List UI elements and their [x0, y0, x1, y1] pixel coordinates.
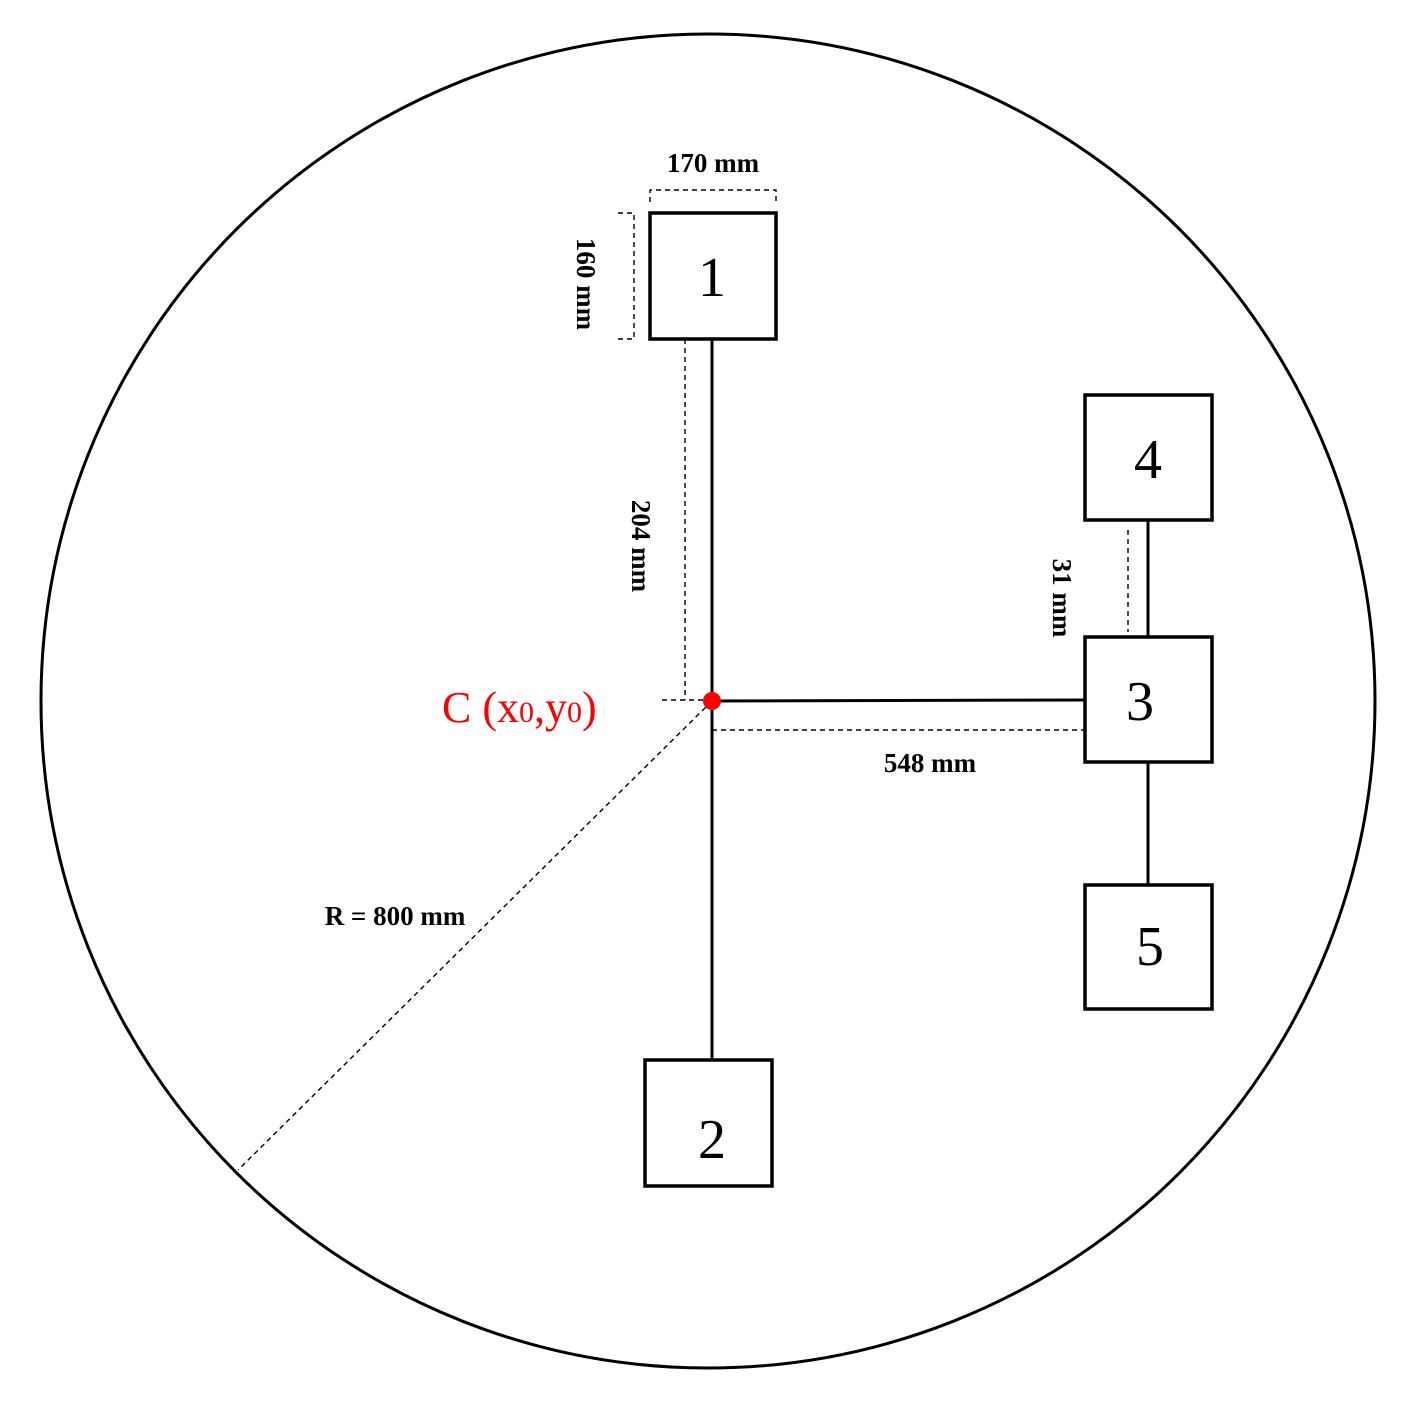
center-point	[703, 692, 721, 710]
center-label: C (x0,y0)	[442, 683, 597, 732]
center-label-sub-x: 0	[519, 696, 534, 729]
radius-line	[237, 700, 713, 1171]
center-label-prefix: C (x	[442, 683, 519, 732]
node-5: 5	[1083, 883, 1214, 1011]
boundary-circle	[39, 32, 1377, 1370]
center-label-sub-y: 0	[567, 696, 582, 729]
node-2: 2	[643, 1058, 774, 1188]
node-3-label: 3	[1126, 671, 1154, 733]
height-dimension: 160 mm	[571, 212, 635, 340]
center-label-comma: ,y	[534, 683, 567, 732]
node-3: 3	[1083, 635, 1214, 764]
node-4: 4	[1083, 393, 1214, 522]
node-4-label: 4	[1134, 429, 1162, 491]
width-dimension: 170 mm	[649, 148, 777, 202]
node-2-label: 2	[698, 1109, 726, 1171]
radius-label: R = 800 mm	[325, 901, 466, 931]
node4-to-node3-dimension: 31 mm	[1047, 530, 1129, 638]
node-1: 1	[648, 211, 778, 341]
c-to-node1-dimension: 204 mm	[626, 339, 708, 701]
node4-to-node3-dimension-label: 31 mm	[1047, 559, 1077, 638]
c-to-node1-dimension-label: 204 mm	[626, 500, 656, 593]
height-dimension-label: 160 mm	[571, 238, 601, 331]
c-to-node3-dimension: 548 mm	[712, 729, 1085, 778]
center-label-suffix: )	[582, 683, 597, 732]
width-dimension-label: 170 mm	[667, 148, 760, 178]
edge-c-3	[711, 698, 1086, 703]
node-1-label: 1	[698, 247, 726, 309]
c-to-node3-dimension-label: 548 mm	[884, 748, 977, 778]
node-5-label: 5	[1136, 916, 1164, 978]
